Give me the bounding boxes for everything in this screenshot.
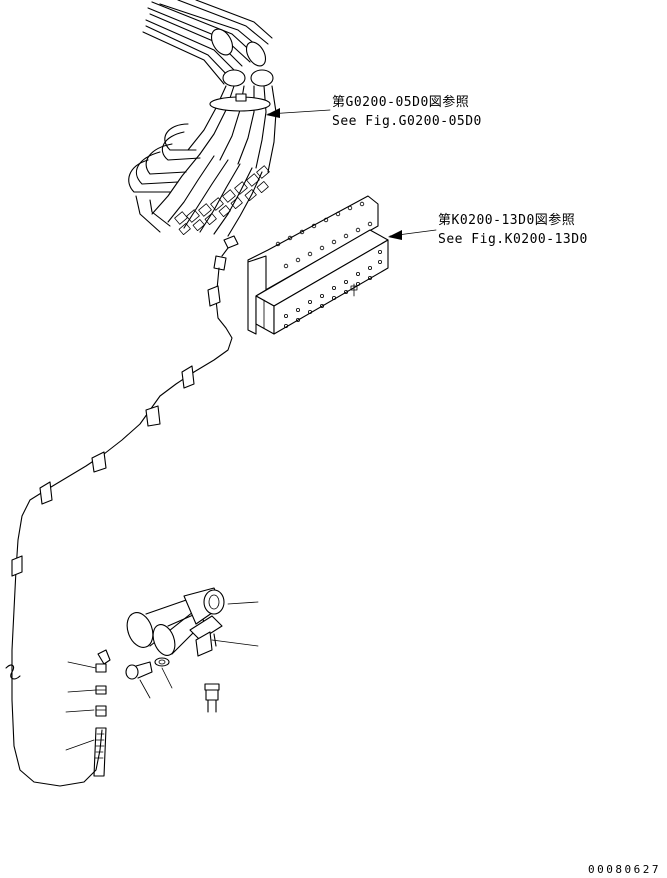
air-hose-route	[5, 235, 239, 787]
callout-g0200-jp: 第G0200-05D0図参照	[332, 94, 469, 110]
part-leader-lines	[65, 601, 259, 751]
callout-k0200-en: See Fig.K0200-13D0	[438, 232, 588, 247]
callout-k0200-jp: 第K0200-13D0図参照	[438, 212, 575, 228]
fittings-parts	[93, 649, 111, 777]
terminal-block	[247, 195, 389, 335]
figure-number: 00080627	[588, 863, 661, 876]
air-horn-assembly	[125, 587, 225, 713]
callout-g0200-en-label: See Fig.G0200-05D0	[332, 114, 482, 129]
hose-bundle	[128, 0, 277, 237]
